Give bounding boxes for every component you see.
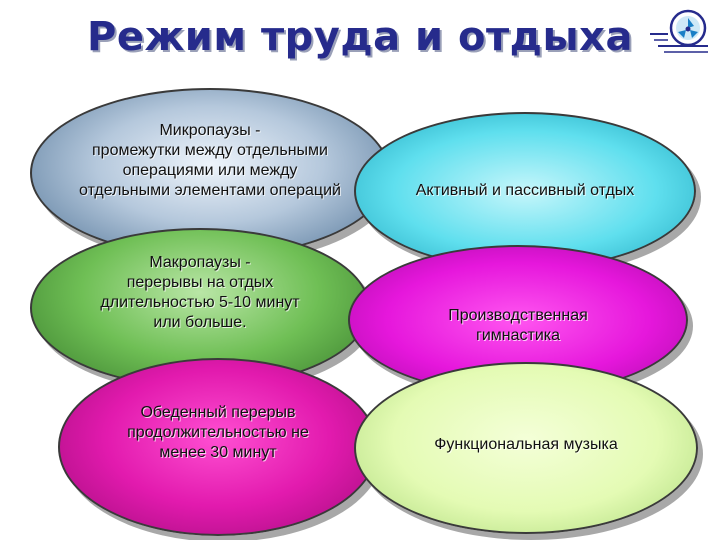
macropauses-oval: Макропаузы - перерывы на отдых длительно… bbox=[30, 228, 370, 388]
slide-title: Режим труда и отдыха bbox=[87, 14, 633, 60]
active-passive-rest-oval: Активный и пассивный отдых bbox=[354, 112, 696, 270]
functional-music-text: Функциональная музыка bbox=[434, 436, 618, 453]
industrial-gymnastics-text: Производственная гимнастика bbox=[448, 307, 588, 344]
functional-music-oval: Функциональная музыка bbox=[354, 362, 698, 534]
recycle-emblem-icon bbox=[650, 9, 708, 53]
lunch-break-oval: Обеденный перерыв продолжительностью не … bbox=[58, 358, 378, 536]
macropauses-text: Макропаузы - перерывы на отдых длительно… bbox=[100, 254, 300, 331]
micropauses-text: Микропаузы - промежутки между отдельными… bbox=[79, 122, 341, 199]
active-passive-rest-text: Активный и пассивный отдых bbox=[415, 182, 635, 199]
lunch-break-text: Обеденный перерыв продолжительностью не … bbox=[127, 404, 309, 461]
